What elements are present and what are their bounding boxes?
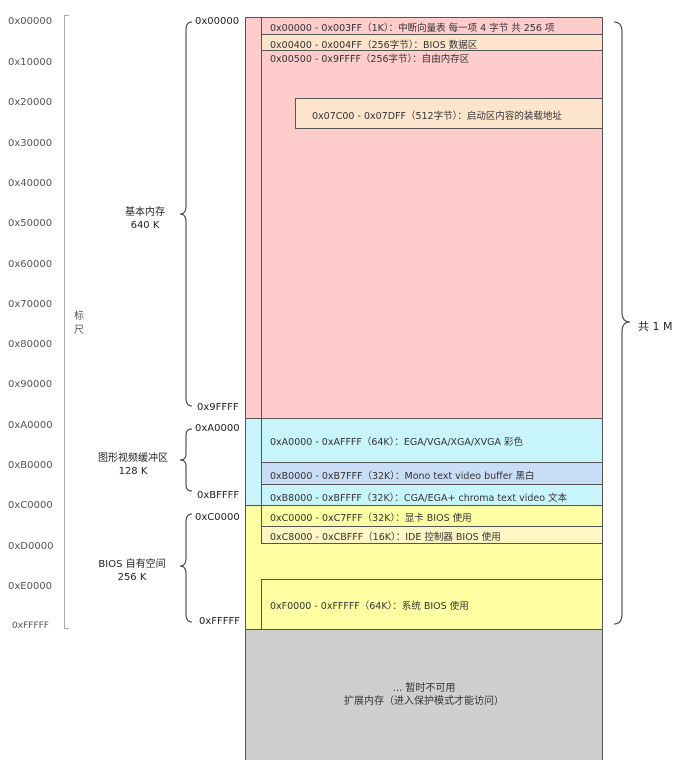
base-memory-block: [245, 17, 603, 419]
ruler-tick: 0xA0000: [8, 420, 53, 431]
base-brace: [179, 21, 193, 407]
cga-text-label: 0xB8000 - 0xBFFFF（32K）：CGA/EGA+ chroma t…: [270, 493, 568, 504]
mono-text-region: 0xB0000 - 0xB7FFF（32K）：Mono text video b…: [261, 462, 603, 485]
total-brace: [613, 21, 631, 625]
ruler-tick: 0x70000: [8, 299, 53, 310]
ruler-tick: 0xD0000: [8, 541, 54, 552]
extended-memory-line1: ... 暂时不可用: [392, 683, 456, 694]
ruler-tick: 0x90000: [8, 379, 53, 390]
ruler-tick: 0x30000: [8, 138, 53, 149]
total-size-label: 共 1 M: [638, 320, 673, 333]
ruler-tick: 0x60000: [8, 259, 53, 270]
bios-space-size: 256 K: [117, 572, 147, 583]
free-memory-region: [261, 17, 603, 419]
ivt-label: 0x00000 - 0x003FF（1K）：中断向量表 每一项 4 字节 共 2…: [270, 23, 555, 34]
extended-memory-line2: 扩展内存（进入保护模式才能访问）: [344, 696, 504, 707]
ruler-tick: 0x50000: [8, 218, 53, 229]
video-brace: [179, 428, 193, 492]
bios-end-address: 0xFFFFF: [199, 616, 241, 627]
ruler-bracket: [64, 15, 69, 629]
bios-brace: [179, 513, 193, 623]
ruler-label-line1: 标: [74, 311, 84, 322]
extended-memory-block: [245, 629, 603, 760]
ivt-region: 0x00000 - 0x003FF（1K）：中断向量表 每一项 4 字节 共 2…: [261, 17, 603, 35]
ruler-tick: 0xE0000: [8, 581, 53, 592]
ega-vga-label: 0xA0000 - 0xAFFFF（64K）：EGA/VGA/XGA/XVGA …: [270, 437, 523, 448]
ruler-tick: 0xFFFFF: [12, 621, 49, 631]
ide-bios-label: 0xC8000 - 0xCBFFF（16K）：IDE 控制器 BIOS 使用: [270, 532, 501, 543]
video-bios-region: 0xC0000 - 0xC7FFF（32K）：显卡 BIOS 使用: [261, 505, 603, 527]
system-bios-region: 0xF0000 - 0xFFFFF（64K）：系统 BIOS 使用: [261, 579, 603, 630]
base-start-address: 0x00000: [195, 16, 240, 27]
boot-load-region: 0x07C00 - 0x07DFF（512字节）：启动区内容的装载地址: [295, 98, 603, 129]
video-start-address: 0xA0000: [195, 423, 240, 434]
ruler-tick: 0x40000: [8, 178, 53, 189]
bios-space-label: BIOS 自有空间 256 K: [92, 558, 172, 584]
ruler-tick: 0x80000: [8, 339, 53, 350]
video-end-address: 0xBFFFF: [197, 490, 240, 501]
bios-start-address: 0xC0000: [195, 512, 240, 523]
system-bios-label: 0xF0000 - 0xFFFFF（64K）：系统 BIOS 使用: [270, 601, 469, 612]
base-memory-size: 640 K: [130, 220, 160, 231]
ruler-tick: 0xC0000: [8, 500, 53, 511]
base-memory-label: 基本内存 640 K: [110, 206, 180, 232]
bios-space-name: BIOS 自有空间: [98, 559, 166, 570]
base-end-address: 0x9FFFF: [197, 402, 239, 413]
video-bios-label: 0xC0000 - 0xC7FFF（32K）：显卡 BIOS 使用: [270, 513, 472, 524]
ruler-label: 标 尺: [73, 310, 85, 338]
ruler-label-line2: 尺: [74, 325, 84, 336]
mono-text-label: 0xB0000 - 0xB7FFF（32K）：Mono text video b…: [270, 471, 535, 482]
base-memory-name: 基本内存: [125, 207, 165, 218]
bios-data-region: 0x00400 - 0x004FF（256字节）：BIOS 数据区: [261, 34, 603, 51]
ruler-tick: 0xB0000: [8, 460, 53, 471]
video-buffer-name: 图形视频缓冲区: [98, 453, 168, 464]
cga-text-region: 0xB8000 - 0xBFFFF（32K）：CGA/EGA+ chroma t…: [261, 484, 603, 506]
ide-bios-region: 0xC8000 - 0xCBFFF（16K）：IDE 控制器 BIOS 使用: [261, 526, 603, 544]
ruler-tick: 0x00000: [8, 16, 53, 27]
video-buffer-size: 128 K: [118, 466, 148, 477]
free-memory-label: 0x00500 - 0x9FFFF（256字节）：自由内存区: [270, 54, 470, 65]
boot-load-label: 0x07C00 - 0x07DFF（512字节）：启动区内容的装载地址: [312, 111, 562, 122]
extended-memory-text: ... 暂时不可用 扩展内存（进入保护模式才能访问）: [246, 682, 602, 708]
ega-vga-region: 0xA0000 - 0xAFFFF（64K）：EGA/VGA/XGA/XVGA …: [261, 418, 603, 463]
ruler-tick: 0x10000: [8, 57, 53, 68]
video-buffer-label: 图形视频缓冲区 128 K: [90, 452, 176, 478]
bios-data-label: 0x00400 - 0x004FF（256字节）：BIOS 数据区: [270, 40, 478, 51]
ruler-tick: 0x20000: [8, 97, 53, 108]
